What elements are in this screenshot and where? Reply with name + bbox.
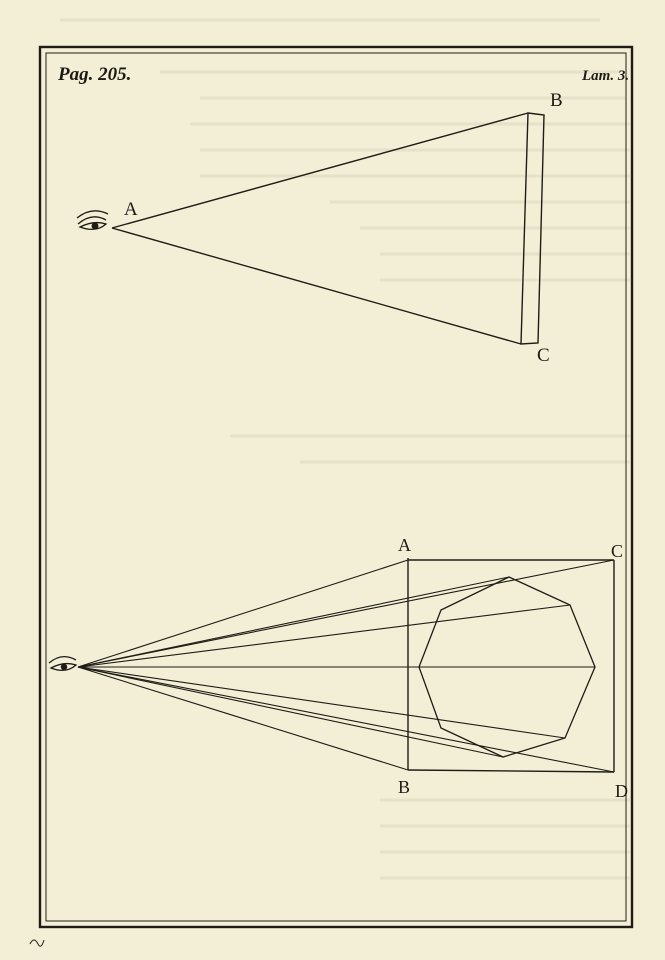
plate-frame-inner: [45, 52, 627, 922]
plate-frame-outer: [38, 45, 634, 929]
ray-a-to-c: [111, 227, 522, 345]
point-label-a: A: [398, 535, 411, 555]
object-bc: [520, 112, 545, 345]
ray-to-upper-right: [77, 604, 571, 668]
eye-icon: [76, 210, 109, 231]
point-label-c: C: [537, 345, 550, 366]
point-label-b: B: [550, 90, 563, 111]
ray-to-a: [77, 559, 409, 668]
ray-to-c: [77, 559, 615, 668]
point-label-a: A: [124, 199, 138, 220]
point-label-b: B: [398, 777, 410, 797]
ray-to-bottom-vertex: [77, 666, 504, 758]
ray-to-d: [77, 666, 615, 773]
plate-reference: Lam. 3.: [581, 68, 629, 84]
visual-rays: [77, 559, 615, 773]
bleed-through-texture: [60, 18, 630, 880]
ray-to-lower-right: [77, 666, 566, 739]
ray-to-b: [77, 666, 409, 771]
eye-icon: [48, 656, 78, 672]
point-label-c: C: [611, 541, 623, 561]
ray-a-to-b: [111, 112, 529, 229]
ink-mark: [29, 939, 45, 947]
figure-bottom: A C B D: [48, 535, 628, 801]
edge-b-d: [407, 769, 615, 773]
page-reference: Pag. 205.: [57, 64, 131, 85]
point-label-d: D: [615, 781, 628, 801]
figure-top: A B C: [76, 90, 563, 366]
ray-to-top-vertex: [77, 576, 510, 668]
